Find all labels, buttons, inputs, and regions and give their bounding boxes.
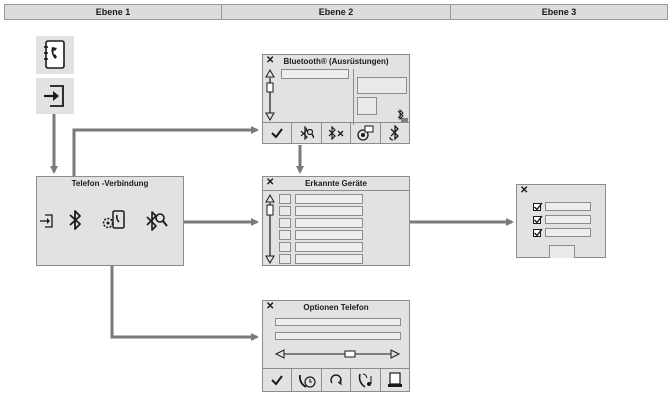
phone-settings-icon[interactable]: [101, 209, 127, 231]
volume-slider[interactable]: [275, 348, 401, 360]
title-divider: [263, 190, 409, 191]
search-devices-button[interactable]: [291, 123, 320, 143]
device-checkbox[interactable]: [279, 218, 291, 228]
device-checkbox[interactable]: [279, 194, 291, 204]
device-name-field[interactable]: [295, 194, 363, 204]
device-checkbox[interactable]: [279, 254, 291, 264]
option-field-2[interactable]: [275, 332, 401, 340]
bluetooth-search-icon[interactable]: [145, 209, 169, 231]
telefon-verbindung-panel: Telefon -Verbindung: [36, 176, 184, 266]
panel-divider: [353, 69, 354, 125]
vertical-scrollbar[interactable]: [265, 194, 275, 264]
info-box: [357, 77, 407, 94]
checkmark-icon: [271, 375, 284, 386]
redial-button[interactable]: [320, 369, 350, 391]
confirm-button[interactable]: [263, 123, 291, 143]
device-checkbox[interactable]: [279, 242, 291, 252]
phone-device-button[interactable]: [379, 123, 409, 143]
option-field[interactable]: [545, 202, 591, 211]
level3-list-panel: ✕: [516, 184, 606, 258]
bluetooth-phone-icon: [389, 125, 399, 141]
login-icon[interactable]: [39, 213, 55, 229]
ringtone-button[interactable]: [350, 369, 379, 391]
device-checkbox[interactable]: [279, 206, 291, 216]
device-name-field[interactable]: [281, 69, 349, 79]
checked-checkbox-icon[interactable]: [533, 202, 543, 211]
checkmark-icon: [271, 128, 284, 139]
level-3-label: Ebene 3: [451, 4, 668, 20]
enter-arrow-icon[interactable]: [36, 78, 74, 114]
device-name-field[interactable]: [295, 242, 363, 252]
level-header: Ebene 1 Ebene 2 Ebene 3: [4, 4, 668, 20]
bluetooth-delete-icon: [328, 126, 344, 140]
device-name-field[interactable]: [295, 206, 363, 216]
close-icon[interactable]: ✕: [266, 55, 275, 66]
bluetooth-icon[interactable]: [67, 209, 83, 231]
option-field-1[interactable]: [275, 318, 401, 326]
call-history-icon: [298, 374, 316, 388]
redial-icon: [330, 374, 342, 386]
call-history-button[interactable]: [291, 369, 320, 391]
close-icon[interactable]: ✕: [520, 185, 529, 196]
level-2-label: Ebene 2: [222, 4, 451, 20]
device-name-field[interactable]: [295, 218, 363, 228]
checked-checkbox-icon[interactable]: [533, 228, 543, 237]
audio-settings-icon[interactable]: [395, 109, 409, 123]
bluetooth-panel-title: Bluetooth® (Ausrüstungen): [283, 57, 389, 66]
phone-options-panel: ✕ Optionen Telefon: [262, 300, 410, 392]
telefon-verbindung-title: Telefon -Verbindung: [71, 179, 149, 188]
delete-device-button[interactable]: [320, 123, 350, 143]
phone-options-toolbar: [263, 368, 409, 391]
arrow-settings-to-optionen: [110, 238, 259, 341]
close-icon[interactable]: ✕: [266, 177, 275, 188]
audio-device-button[interactable]: [350, 123, 379, 143]
bluetooth-equipment-panel: ✕ Bluetooth® (Ausrüstungen): [262, 54, 410, 144]
device-name-field[interactable]: [295, 230, 363, 240]
checked-checkbox-icon[interactable]: [533, 215, 543, 224]
option-field[interactable]: [545, 228, 591, 237]
bluetooth-toolbar: [263, 122, 409, 143]
detected-devices-title: Erkannte Geräte: [305, 179, 367, 188]
confirm-button[interactable]: [263, 369, 291, 391]
device-checkbox[interactable]: [279, 230, 291, 240]
option-field[interactable]: [545, 215, 591, 224]
level-1-label: Ebene 1: [4, 4, 222, 20]
bluetooth-audio-icon: [357, 125, 374, 141]
phone-options-title: Optionen Telefon: [303, 303, 369, 312]
ringtone-icon: [359, 373, 372, 388]
phone-info-button[interactable]: [379, 369, 409, 391]
phone-info-icon: [387, 372, 402, 387]
vertical-scrollbar[interactable]: [265, 69, 275, 121]
close-icon[interactable]: ✕: [266, 301, 275, 312]
bluetooth-search-icon: [300, 126, 314, 140]
device-name-field[interactable]: [295, 254, 363, 264]
preview-box: [357, 97, 377, 115]
ok-button[interactable]: [549, 245, 575, 258]
phone-book-icon[interactable]: [36, 36, 74, 74]
detected-devices-panel: ✕ Erkannte Geräte: [262, 176, 410, 266]
